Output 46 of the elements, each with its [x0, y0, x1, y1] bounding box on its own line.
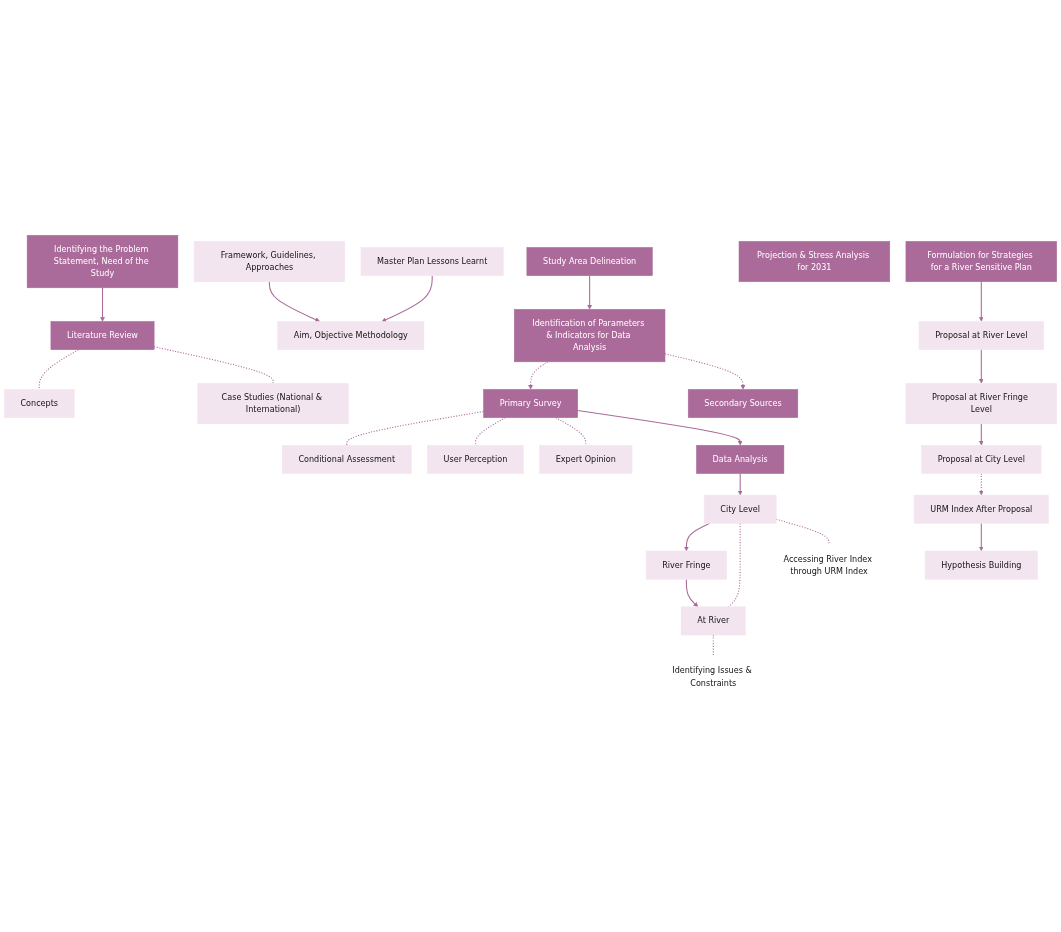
- node-text: Accessing River Index through URM Index: [783, 553, 872, 576]
- node-box: Aim, Objective Methodology: [277, 321, 425, 350]
- node-box: Expert Opinion: [539, 444, 633, 474]
- arrow: [978, 522, 984, 551]
- arrow: [528, 361, 549, 390]
- node-box: Secondary Sources: [687, 389, 799, 418]
- connector: [153, 346, 274, 384]
- node-box: Data Analysis: [696, 444, 785, 474]
- node-box: Case Studies (National & International): [197, 382, 349, 424]
- arrow: [381, 275, 433, 322]
- node-box: Proposal at River Level: [918, 321, 1044, 350]
- node-box: River Fringe: [645, 550, 727, 580]
- node-box: Literature Review: [50, 321, 155, 350]
- node-box: Projection & Stress Analysis for 2031: [738, 240, 891, 282]
- arrow: [978, 423, 984, 446]
- node-box: User Perception: [427, 444, 524, 474]
- node-box: Study Area Delineation: [526, 247, 653, 276]
- arrow: [978, 281, 984, 322]
- node-box: Proposal at City Level: [921, 444, 1042, 474]
- arrow: [577, 409, 743, 446]
- node-box: Master Plan Lessons Learnt: [360, 247, 504, 276]
- connector: [555, 417, 587, 446]
- node-box: Proposal at River Fringe Level: [905, 382, 1057, 424]
- connector: [775, 518, 830, 546]
- arrow: [684, 522, 711, 551]
- node-box: Concepts: [4, 389, 75, 418]
- node-box: City Level: [703, 494, 777, 524]
- node-text: Identifying Issues & Constraints: [672, 665, 752, 688]
- node-box: Formulation for Strategies for a River Sensitive Plan: [905, 240, 1057, 282]
- node-box: Hypothesis Building: [924, 550, 1038, 580]
- arrow: [100, 287, 105, 322]
- node-box: Identifying the Problem Statement, Need of the Study: [26, 234, 179, 288]
- node-box: At River: [680, 606, 746, 636]
- arrow: [737, 472, 743, 496]
- connector: [474, 417, 506, 446]
- arrow: [587, 275, 592, 310]
- connector: [712, 634, 714, 657]
- node-box: Framework, Guidelines, Approaches: [193, 240, 346, 282]
- arrow: [978, 349, 984, 384]
- node-box: Primary Survey: [483, 389, 578, 418]
- connector: [38, 349, 79, 390]
- arrow: [268, 281, 320, 322]
- node-box: URM Index After Proposal: [913, 494, 1049, 524]
- node-box: Identification of Parameters & Indicators for Data Analysis: [514, 308, 666, 362]
- node-box: Conditional Assessment: [281, 444, 412, 474]
- arrow: [685, 578, 699, 607]
